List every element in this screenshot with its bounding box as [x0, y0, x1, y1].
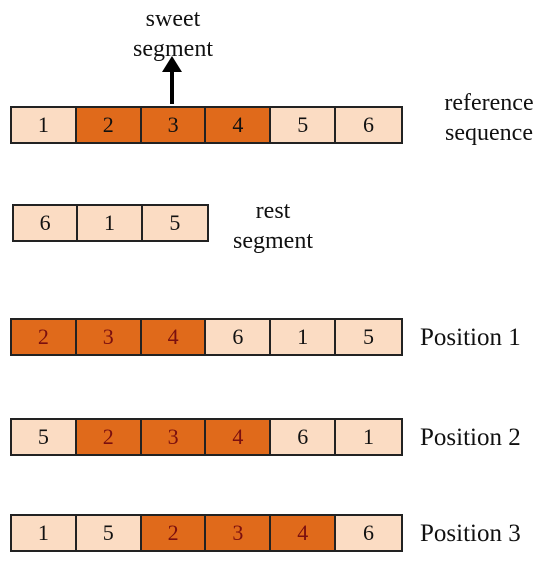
position-1-cell: 1: [271, 320, 337, 354]
position-1-cell: 5: [336, 320, 401, 354]
rest-label-line2: segment: [233, 228, 313, 254]
position-2-cell: 5: [12, 420, 77, 454]
position-3-cell: 2: [141, 516, 207, 550]
position-1-label: Position 1: [420, 324, 521, 351]
sweet-segment-label-line1: sweet: [145, 6, 201, 32]
position-3-cell: 1: [12, 516, 77, 550]
rest-segment-label: rest segment: [218, 196, 328, 256]
reference-cell: 1: [12, 108, 77, 142]
position-1-row: 2 3 4 6 1 5: [10, 318, 403, 356]
reference-cell: 4: [206, 108, 272, 142]
reference-cell: 6: [336, 108, 401, 142]
position-3-cell: 3: [206, 516, 272, 550]
position-2-cell: 2: [76, 420, 142, 454]
position-2-label: Position 2: [420, 424, 521, 451]
rest-cell: 5: [142, 206, 207, 240]
rest-segment-row: 6 1 5: [12, 204, 209, 242]
position-2-cell: 1: [336, 420, 401, 454]
position-1-cell: 3: [76, 320, 142, 354]
position-1-cell: 6: [206, 320, 272, 354]
position-2-cell: 6: [271, 420, 337, 454]
rest-label-line1: rest: [255, 198, 291, 224]
position-3-row: 1 5 2 3 4 6: [10, 514, 403, 552]
reference-cell: 5: [271, 108, 337, 142]
reference-label-line2: sequence: [445, 120, 533, 146]
position-3-label: Position 3: [420, 520, 521, 547]
position-3-cell: 4: [271, 516, 337, 550]
position-2-cell: 4: [206, 420, 272, 454]
rest-cell: 6: [14, 206, 79, 240]
reference-sequence-label: reference sequence: [430, 88, 548, 148]
position-1-cell: 4: [141, 320, 207, 354]
rest-cell: 1: [78, 206, 143, 240]
sweet-segment-label: sweet segment: [118, 4, 228, 64]
reference-cell: 2: [76, 108, 142, 142]
reference-sequence-row: 1 2 3 4 5 6: [10, 106, 403, 144]
position-2-row: 5 2 3 4 6 1: [10, 418, 403, 456]
position-2-cell: 3: [141, 420, 207, 454]
reference-label-line1: reference: [444, 90, 534, 116]
position-1-cell: 2: [12, 320, 77, 354]
reference-cell: 3: [141, 108, 207, 142]
sweet-segment-arrow: [162, 56, 182, 104]
position-3-cell: 6: [336, 516, 401, 550]
position-3-cell: 5: [76, 516, 142, 550]
